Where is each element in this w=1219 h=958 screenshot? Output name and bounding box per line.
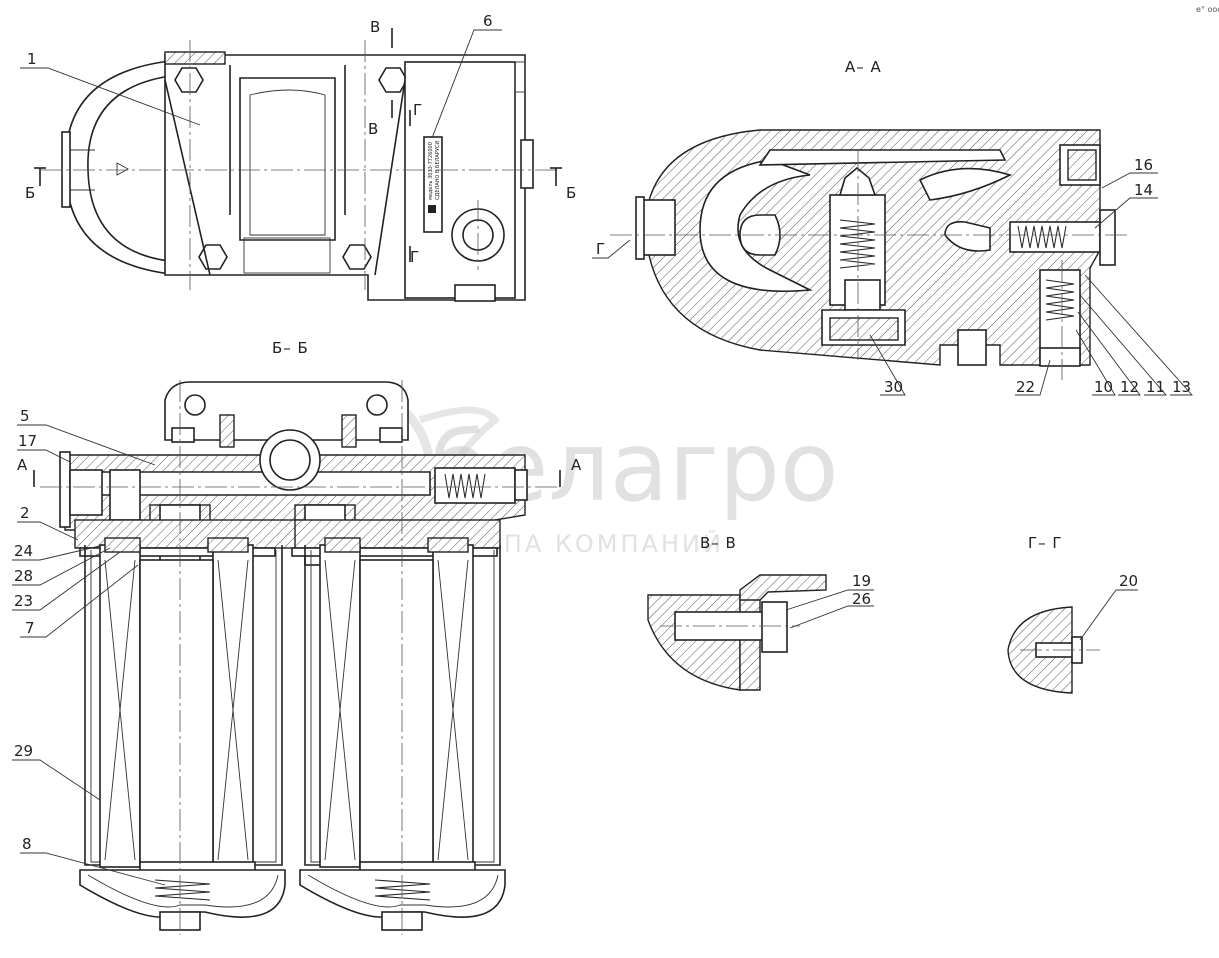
- section-mark-v-bottom: В: [368, 120, 378, 138]
- section-bb-mark-a-right: А: [571, 456, 582, 474]
- callout-26: 26: [852, 590, 871, 608]
- callout-10: 10: [1094, 378, 1113, 396]
- section-mark-v-top: В: [370, 18, 380, 36]
- flow-arrow-icon: [116, 162, 129, 176]
- callout-14: 14: [1134, 181, 1153, 199]
- section-aa-mark-g: Г: [596, 240, 605, 258]
- callout-2: 2: [20, 504, 30, 522]
- corner-mark: e° ooo: [1196, 5, 1219, 14]
- callout-6: 6: [483, 12, 493, 30]
- section-gg-view: Г– Г 20: [1007, 534, 1138, 694]
- section-bb-mark-a-left: А: [17, 456, 28, 474]
- callout-7: 7: [25, 619, 35, 637]
- top-view: Б Б В В Г Г 1 6: [20, 12, 576, 302]
- callout-19: 19: [852, 572, 871, 590]
- section-gg-title: Г– Г: [1028, 534, 1063, 552]
- callout-1: 1: [27, 50, 37, 68]
- section-mark-b-left: Б: [25, 184, 35, 202]
- section-aa-title: А– А: [845, 58, 882, 76]
- plate-text-2: СДЕЛАНО В БЕЛАРУСИ: [435, 141, 441, 200]
- bb-plug-spring-icon: [444, 473, 486, 499]
- filter-right: [299, 537, 506, 931]
- section-mark-g-bottom: Г: [410, 248, 419, 266]
- callout-11: 11: [1146, 378, 1165, 396]
- filter-left: [79, 537, 286, 931]
- section-aa-view: А– А: [592, 58, 1194, 396]
- callout-13: 13: [1172, 378, 1191, 396]
- callout-23: 23: [14, 592, 33, 610]
- callout-20: 20: [1119, 572, 1138, 590]
- callout-28: 28: [14, 567, 33, 585]
- callout-8: 8: [22, 835, 32, 853]
- callout-5: 5: [20, 407, 30, 425]
- callout-30: 30: [884, 378, 903, 396]
- section-bb-title: Б– Б: [272, 339, 309, 357]
- check-spring-icon: [1045, 279, 1075, 321]
- section-mark-b-right: Б: [566, 184, 576, 202]
- callout-24: 24: [14, 542, 33, 560]
- valve-spring-icon: [839, 219, 876, 269]
- callout-22: 22: [1016, 378, 1035, 396]
- plug-spring-icon: [1017, 225, 1067, 249]
- section-vv-title: В– В: [700, 534, 737, 552]
- section-vv-view: В– В 19 26: [647, 534, 874, 691]
- section-mark-g-top: Г: [413, 101, 422, 119]
- callout-29: 29: [14, 742, 33, 760]
- callout-12: 12: [1120, 378, 1139, 396]
- callout-16: 16: [1134, 156, 1153, 174]
- bowl-spring-icon: [154, 879, 211, 901]
- plate-text-1: модель 3033-7726000: [428, 142, 434, 200]
- bowl-spring-right-icon: [374, 879, 431, 901]
- bolt-icon: [174, 67, 408, 270]
- section-bb-view: Б– Б: [12, 339, 582, 935]
- callout-17: 17: [18, 432, 37, 450]
